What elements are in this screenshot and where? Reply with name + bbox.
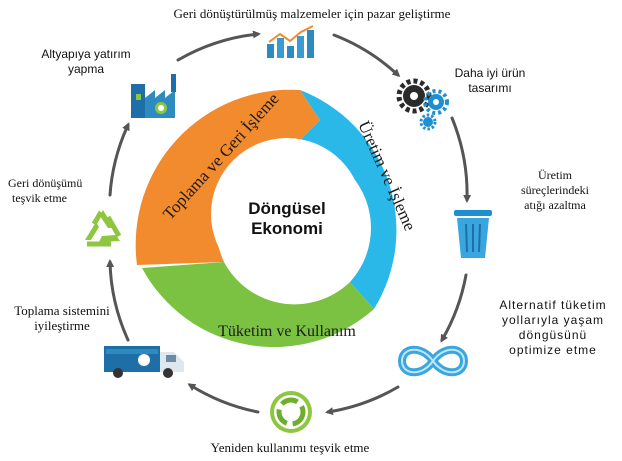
step-label-market-text: Geri dönüştürülmüş malzemeler için pazar… bbox=[173, 6, 451, 21]
garbage-truck-icon bbox=[104, 346, 184, 378]
step-label-lifecycle-line1: Alternatif tüketim bbox=[499, 298, 607, 312]
recycle-symbol-icon bbox=[85, 210, 122, 247]
factory-icon bbox=[131, 74, 176, 118]
step-label-lifecycle-line2: yollarıyla yaşam bbox=[501, 313, 605, 327]
step-label-lifecycle-line4: optimize etme bbox=[509, 343, 597, 357]
step-label-collection-line1: Toplama sistemini bbox=[14, 303, 110, 318]
gears-icon bbox=[396, 78, 449, 131]
step-label-waste: Üretim süreçlerindeki atığı azaltma bbox=[500, 168, 610, 213]
step-label-waste-line2: süreçlerindeki bbox=[521, 183, 589, 197]
trash-bin-icon bbox=[454, 210, 492, 258]
step-label-design-line2: tasarımı bbox=[468, 81, 512, 95]
step-label-collection: Toplama sistemini iyileştirme bbox=[2, 303, 122, 333]
step-label-recycling-line1: Geri dönüşümü bbox=[8, 176, 83, 190]
recycle-circle-icon bbox=[270, 391, 312, 433]
segment-green bbox=[142, 262, 374, 348]
segment-green-label: Tüketim ve Kullanım bbox=[218, 323, 356, 340]
step-label-market: Geri dönüştürülmüş malzemeler için pazar… bbox=[122, 6, 502, 21]
step-label-design: Daha iyi ürün tasarımı bbox=[430, 66, 550, 96]
step-label-collection-line2: iyileştirme bbox=[34, 318, 90, 333]
step-label-reuse: Yeniden kullanımı teşvik etme bbox=[170, 440, 410, 455]
cycle-arrows bbox=[106, 30, 472, 416]
infinity-icon bbox=[397, 345, 469, 377]
step-label-waste-line1: Üretim bbox=[538, 168, 572, 182]
step-label-lifecycle: Alternatif tüketim yollarıyla yaşam döng… bbox=[488, 298, 618, 358]
step-label-infrastructure-line1: Altyapıya yatırım bbox=[41, 47, 131, 61]
step-label-recycling-line2: teşvik etme bbox=[12, 191, 67, 205]
center-title-line2: Ekonomi bbox=[251, 219, 323, 238]
step-label-recycling: Geri dönüşümü teşvik etme bbox=[8, 176, 108, 206]
step-label-waste-line3: atığı azaltma bbox=[524, 198, 586, 212]
step-label-infrastructure: Altyapıya yatırım yapma bbox=[26, 47, 146, 77]
step-label-design-line1: Daha iyi ürün bbox=[454, 66, 526, 80]
step-label-lifecycle-line3: döngüsünü bbox=[518, 328, 588, 342]
step-label-reuse-text: Yeniden kullanımı teşvik etme bbox=[210, 440, 370, 455]
step-label-infrastructure-line2: yapma bbox=[67, 62, 105, 76]
center-circle bbox=[211, 138, 363, 290]
center-title-line1: Döngüsel bbox=[248, 199, 325, 218]
bar-chart-icon bbox=[267, 25, 314, 58]
